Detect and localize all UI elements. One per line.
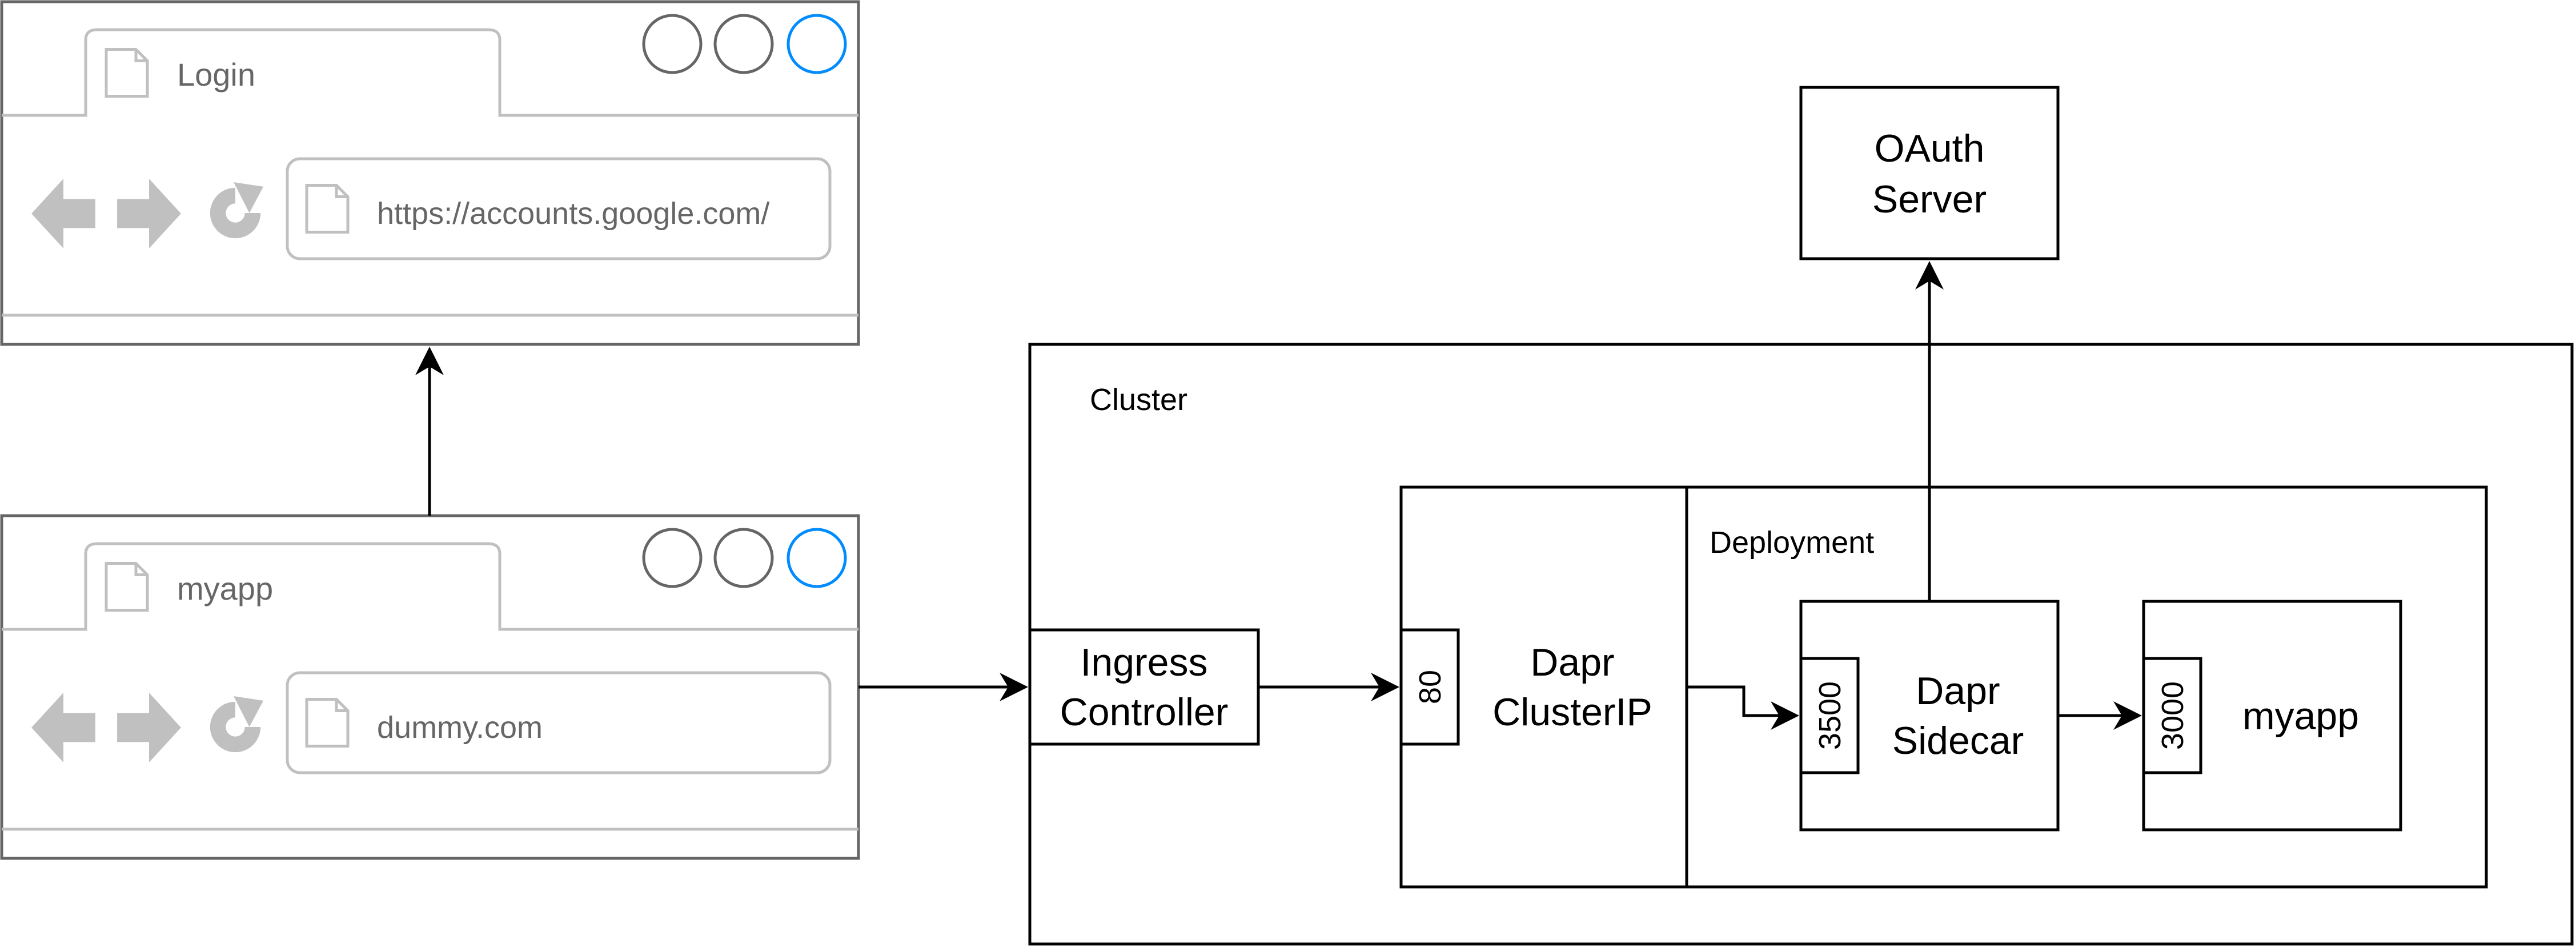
dapr-sidecar: Dapr Sidecar 3500 — [1799, 600, 2060, 831]
window-control-circle[interactable] — [787, 528, 847, 588]
window-control-circle[interactable] — [642, 528, 703, 588]
port-label-80: 80 — [1413, 670, 1447, 704]
window-control-circle[interactable] — [713, 14, 774, 74]
myapp-service: myapp 3000 — [2142, 600, 2402, 831]
tab-outline — [2, 542, 858, 631]
window-control-circle[interactable] — [713, 528, 774, 588]
window-control-circle[interactable] — [787, 14, 847, 74]
url-text: dummy.com — [377, 710, 543, 745]
arrow-clusterip-to-sidecar — [1687, 685, 1799, 730]
clusterip-line2: ClusterIP — [1492, 690, 1652, 734]
port-box-80 — [1399, 628, 1460, 746]
tab-login[interactable]: Login — [106, 50, 255, 97]
address-bar[interactable]: dummy.com — [286, 671, 832, 774]
ingress-line1: Ingress — [1081, 641, 1208, 684]
deployment-label: Deployment — [1710, 525, 1874, 560]
port-label-3000: 3000 — [2156, 681, 2190, 750]
port-box-3500 — [1799, 657, 1860, 774]
oauth-line2: Server — [1872, 178, 1987, 221]
port-label-3500: 3500 — [1813, 681, 1847, 750]
clusterip-line1: Dapr — [1530, 641, 1614, 684]
cluster-label: Cluster — [1090, 383, 1187, 417]
myapp-label: myapp — [2242, 694, 2359, 738]
tab-label: myapp — [177, 571, 273, 606]
browser-window-login: Login https://accounts.google.com/ — [0, 0, 860, 346]
sidecar-line1: Dapr — [1916, 669, 2000, 713]
ingress-line2: Controller — [1060, 690, 1229, 734]
tab-myapp[interactable]: myapp — [106, 564, 273, 610]
sidecar-line2: Sidecar — [1892, 719, 2024, 762]
dapr-clusterip: Dapr ClusterIP 80 — [1399, 628, 1652, 746]
page-icon — [106, 564, 147, 610]
oauth-line1: OAuth — [1875, 127, 1985, 170]
tab-outline — [2, 28, 858, 117]
address-bar[interactable]: https://accounts.google.com/ — [286, 157, 832, 260]
page-icon — [307, 186, 348, 232]
url-text: https://accounts.google.com/ — [377, 196, 769, 231]
window-control-circle[interactable] — [642, 14, 703, 74]
port-box-3000 — [2142, 657, 2202, 774]
page-icon — [307, 700, 348, 746]
oauth-server: OAuth Server — [1799, 86, 2060, 260]
ingress-controller: Ingress Controller — [1028, 628, 1260, 746]
browser-window-myapp: myapp dummy.com — [0, 514, 860, 860]
page-icon — [106, 50, 147, 97]
tab-label: Login — [177, 57, 255, 93]
